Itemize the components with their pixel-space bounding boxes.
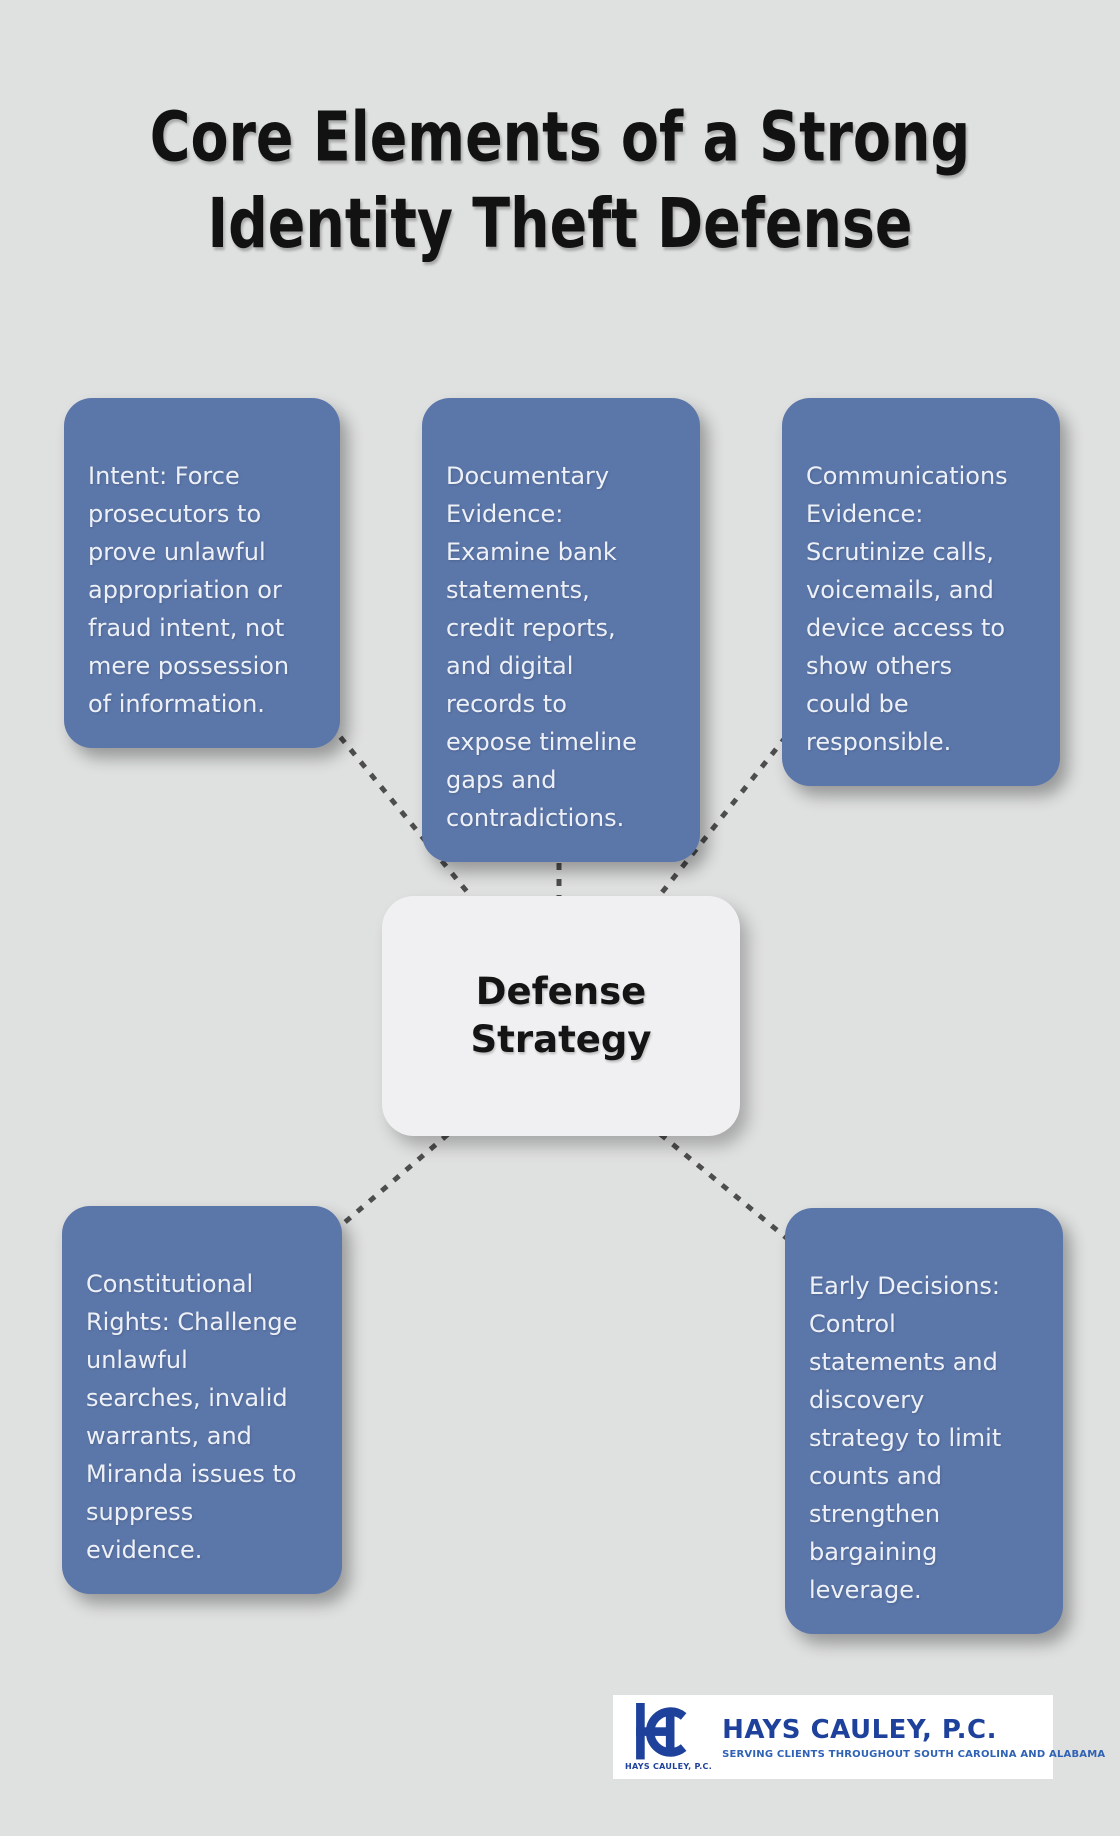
logo-monogram-caption: HAYS CAULEY, P.C. <box>625 1762 713 1771</box>
connector-center-to-early <box>646 1122 808 1256</box>
hc-monogram-icon <box>635 1703 686 1760</box>
center-node-defense-strategy: Defense Strategy <box>382 896 740 1136</box>
node-intent-text: Intent: Force prosecutors to prove unlaw… <box>88 462 290 718</box>
firm-text-block: HAYS CAULEY, P.C. SERVING CLIENTS THROUG… <box>722 1714 1106 1760</box>
logo-card: HAYS CAULEY, P.C. HAYS CAULEY, P.C. SERV… <box>613 1695 1106 1779</box>
logo-monogram: HAYS CAULEY, P.C. <box>625 1703 712 1771</box>
node-intent: Intent: Force prosecutors to prove unlaw… <box>64 398 340 748</box>
page-title: Core Elements of a Strong Identity Theft… <box>149 97 971 264</box>
firm-tagline: SERVING CLIENTS THROUGHOUT SOUTH CAROLIN… <box>722 1748 1106 1760</box>
node-documentary-evidence: Documentary Evidence: Examine bank state… <box>422 398 700 862</box>
node-communications-evidence-text: Communications Evidence: Scrutinize call… <box>806 462 1008 756</box>
node-early-decisions-text: Early Decisions: Control statements and … <box>809 1272 1002 1604</box>
node-constitutional-rights: Constitutional Rights: Challenge unlawfu… <box>62 1206 342 1594</box>
node-early-decisions: Early Decisions: Control statements and … <box>785 1208 1063 1634</box>
node-constitutional-rights-text: Constitutional Rights: Challenge unlawfu… <box>86 1270 298 1564</box>
connector-intent-to-center <box>308 698 484 912</box>
firm-name: HAYS CAULEY, P.C. <box>722 1714 997 1745</box>
node-communications-evidence: Communications Evidence: Scrutinize call… <box>782 398 1060 786</box>
center-node-label: Defense Strategy <box>470 969 652 1061</box>
node-documentary-evidence-text: Documentary Evidence: Examine bank state… <box>446 462 637 832</box>
connector-communications-to-center <box>646 722 798 912</box>
